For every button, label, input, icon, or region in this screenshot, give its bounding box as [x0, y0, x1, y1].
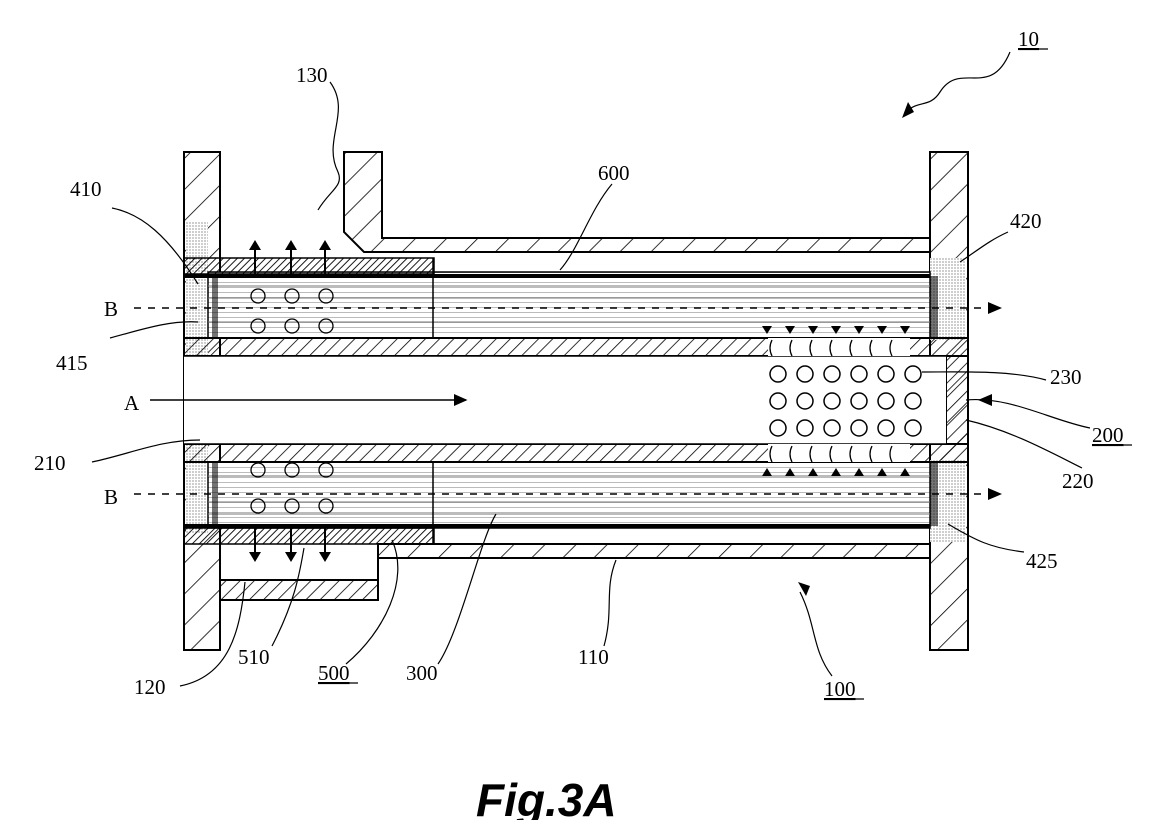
top-outer-wall — [344, 152, 930, 252]
label-120: 120 — [134, 675, 166, 699]
label-300: 300 — [406, 661, 438, 685]
label-510: 510 — [238, 645, 270, 669]
label-110: 110 — [578, 645, 609, 669]
barrier-500 — [184, 528, 434, 544]
figure-caption: Fig.3A — [476, 774, 617, 820]
inner-tube-end-cap — [946, 356, 968, 444]
label-200: 200 — [1092, 423, 1124, 447]
label-10: 10 — [1018, 27, 1039, 51]
label-flow-b-top: B — [104, 297, 118, 321]
label-130: 130 — [296, 63, 328, 87]
membrane-bundle-top — [184, 258, 938, 338]
label-flow-a: A — [124, 391, 140, 415]
label-210: 210 — [34, 451, 66, 475]
bottom-outer-wall — [378, 544, 930, 558]
label-500: 500 — [318, 661, 350, 685]
barrier-410 — [184, 258, 434, 274]
label-230: 230 — [1050, 365, 1082, 389]
label-flow-b-bottom: B — [104, 485, 118, 509]
label-415: 415 — [56, 351, 88, 375]
label-420: 420 — [1010, 209, 1042, 233]
label-220: 220 — [1062, 469, 1094, 493]
label-425: 425 — [1026, 549, 1058, 573]
label-410: 410 — [70, 177, 102, 201]
label-100: 100 — [824, 677, 856, 701]
label-600: 600 — [598, 161, 630, 185]
